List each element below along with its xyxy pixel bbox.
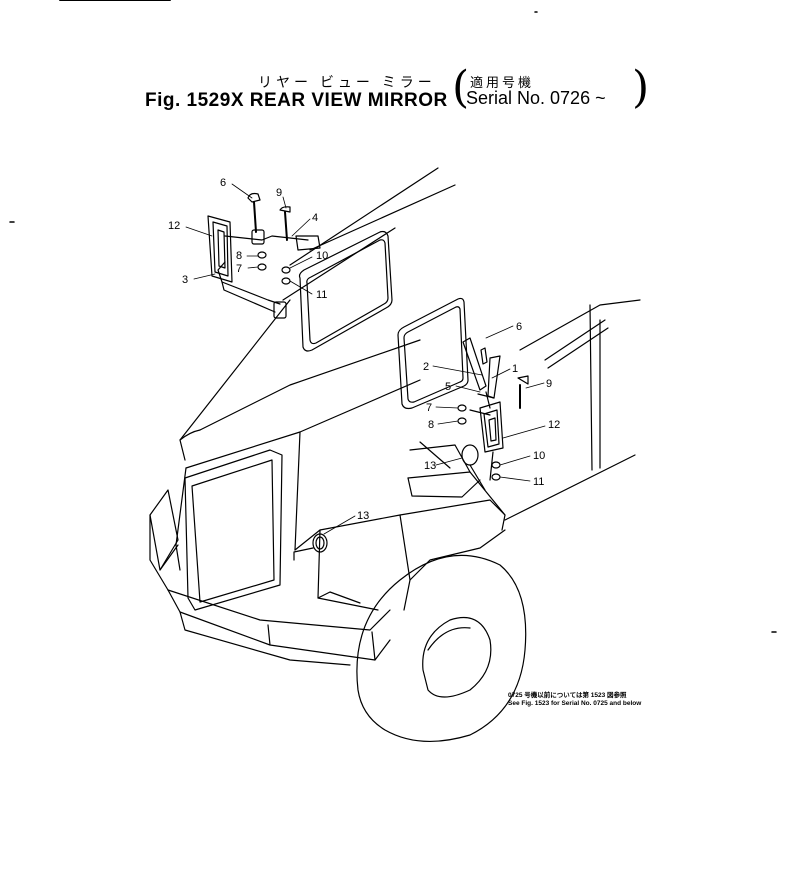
callout-left-10: 10 (316, 250, 328, 262)
callout-left-3: 3 (182, 274, 188, 286)
callout-right-9: 9 (546, 378, 552, 390)
callout-left-9: 9 (276, 187, 282, 199)
callout-right-12: 12 (548, 419, 560, 431)
callout-left-8: 8 (236, 250, 242, 262)
figure-title: Fig. 1529X REAR VIEW MIRROR (145, 90, 448, 111)
callout-right-7: 7 (426, 402, 432, 414)
note-en: See Fig. 1523 for Serial No. 0725 and be… (508, 700, 642, 707)
callout-left-6: 6 (220, 177, 226, 189)
callout-right-10: 10 (533, 450, 545, 462)
callout-numbers: 6 9 4 12 8 7 10 3 11 6 2 1 5 9 7 8 12 10… (168, 177, 560, 522)
callout-right-11: 11 (533, 476, 544, 488)
callout-right-1: 1 (512, 363, 518, 375)
leader-lines (185, 183, 546, 535)
windshield (298, 230, 469, 410)
callout-left-11: 11 (316, 289, 327, 301)
front-tire (356, 554, 527, 742)
callout-right-5: 5 (445, 381, 451, 393)
left-mirror-assembly (207, 192, 321, 319)
callout-right-13: 13 (424, 460, 436, 472)
close-paren: ) (632, 62, 650, 113)
callout-fender-13: 13 (357, 510, 369, 522)
serial-range: Serial No. 0726 ~ (466, 88, 606, 108)
figure-title-jp: リヤー ビュー ミラー (258, 74, 436, 90)
note-jp: 0725 号機以前については第 1523 図参照 (508, 692, 627, 699)
hood-and-front (149, 299, 506, 666)
open-paren: ( (452, 62, 470, 113)
callout-right-6: 6 (516, 321, 522, 333)
callout-left-12: 12 (168, 220, 180, 232)
applicability-jp: 適用号機 (470, 75, 535, 90)
callout-right-2: 2 (423, 361, 429, 373)
callout-left-4: 4 (312, 212, 318, 224)
callout-left-7: 7 (236, 263, 242, 275)
callout-right-8: 8 (428, 419, 434, 431)
